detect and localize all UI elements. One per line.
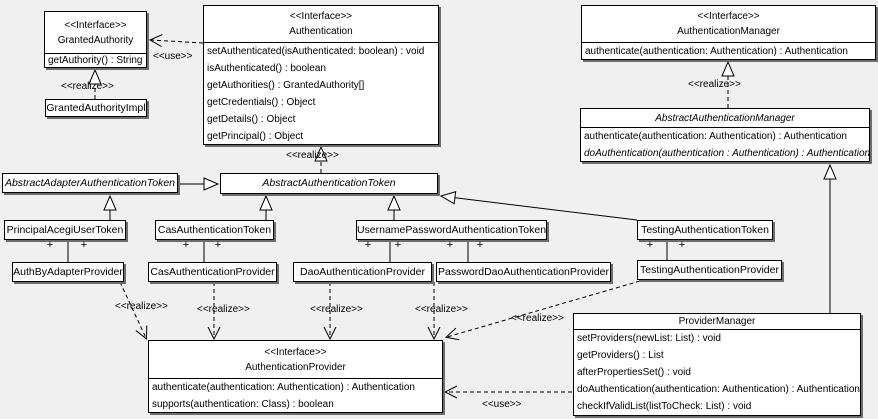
class-cas-authentication-provider[interactable]: CasAuthenticationProvider [148,262,277,282]
class-testing-authentication-token[interactable]: TestingAuthenticationToken [637,220,773,240]
use-label: <<use>> [482,399,522,410]
method-label: isAuthenticated() : boolean [207,63,326,74]
class-granted-authority[interactable]: <<Interface>> GrantedAuthority getAuthor… [44,11,147,68]
method-label: authenticate(authentication: Authenticat… [152,382,415,393]
class-authentication-provider[interactable]: <<Interface>> AuthenticationProvider aut… [148,340,443,413]
edge-realize-authbyadapterprovider[interactable] [119,281,146,338]
class-auth-by-adapter-provider[interactable]: AuthByAdapterProvider [12,262,124,282]
class-name: AbstractAdapterAuthenticationToken [4,176,176,189]
class-abstract-authentication-manager[interactable]: AbstractAuthenticationManager authentica… [580,108,870,162]
realize-label: <<realize>> [511,313,564,324]
class-name: AuthenticationManager [677,26,780,37]
class-name: CasAuthenticationToken [157,223,272,236]
class-password-dao-authentication-provider[interactable]: PasswordDaoAuthenticationProvider [436,262,611,282]
class-name: AuthenticationProvider [245,361,346,373]
class-cas-authentication-token[interactable]: CasAuthenticationToken [155,220,274,240]
method-label: setProviders(newList: List) : void [577,333,721,344]
class-authentication-manager[interactable]: <<Interface>> AuthenticationManager auth… [581,5,876,60]
method-label: authenticate(authentication: Authenticat… [584,131,847,142]
class-name: PrincipalAcegiUserToken [6,223,124,236]
class-name: PasswordDaoAuthenticationProvider [437,265,609,278]
realize-label: <<realize>> [197,304,250,315]
realize-label: <<realize>> [688,79,741,90]
method-label: setAuthenticated(isAuthenticated: boolea… [207,46,425,57]
edge-use-authentication-grantedauthority[interactable] [151,40,204,43]
assoc-end-plus: + [678,239,686,251]
stereotype-label: <<Interface>> [264,346,327,358]
method-label: checkIfValidList(listToCheck: List) : vo… [577,401,752,412]
class-name: AbstractAuthenticationManager [655,112,795,124]
method-label: doAuthentication(authentication: Authent… [577,384,860,395]
realize-label: <<realize>> [61,81,114,92]
method-label: getAuthority() : String [48,55,143,66]
realize-label: <<realize>> [286,150,339,161]
class-name: GrantedAuthority [57,34,134,46]
class-name: Authentication [289,26,353,37]
class-authentication[interactable]: <<Interface>> Authentication setAuthenti… [203,5,439,145]
method-label: getProviders() : List [577,350,664,361]
class-provider-manager[interactable]: ProviderManager setProviders(newList: Li… [573,313,861,416]
method-label: getDetails() : Object [207,114,296,125]
stereotype-label: <<Interface>> [289,11,353,22]
assoc-end-plus: + [364,239,372,251]
method-label: getPrincipal() : Object [207,131,304,142]
class-name: CasAuthenticationProvider [150,265,275,278]
class-name: UsernamePasswordAuthenticationToken [356,223,547,236]
class-username-password-authentication-token[interactable]: UsernamePasswordAuthenticationToken [356,220,547,240]
class-name: ProviderManager [678,316,756,327]
use-label: <<use>> [153,51,193,62]
class-principal-acegi-user-token[interactable]: PrincipalAcegiUserToken [4,220,126,240]
method-label: getCredentials() : Object [207,97,316,108]
method-label: authenticate(authentication: Authenticat… [585,46,848,57]
stereotype-label: <<Interface>> [697,11,760,22]
class-granted-authority-impl[interactable]: GrantedAuthorityImpl [45,99,147,117]
class-abstract-authentication-token[interactable]: AbstractAuthenticationToken [220,173,438,194]
assoc-end-plus: + [80,239,88,251]
assoc-end-plus: + [182,239,190,251]
class-testing-authentication-provider[interactable]: TestingAuthenticationProvider [637,260,782,280]
assoc-end-plus: + [646,239,654,251]
assoc-end-plus: + [394,239,402,251]
class-abstract-adapter-authentication-token[interactable]: AbstractAdapterAuthenticationToken [2,173,178,193]
method-label: getAuthorities() : GrantedAuthority[] [207,80,365,91]
class-name: TestingAuthenticationProvider [640,263,779,276]
class-dao-authentication-provider[interactable]: DaoAuthenticationProvider [293,262,432,282]
assoc-end-plus: + [46,239,54,251]
class-name: AbstractAuthenticationToken [262,177,396,189]
assoc-end-plus: + [214,239,222,251]
method-label: supports(authentication: Class) : boolea… [152,399,334,410]
realize-label: <<realize>> [115,301,168,312]
method-label: afterPropertiesSet() : void [577,367,691,378]
assoc-end-plus: + [476,239,484,251]
assoc-end-plus: + [446,239,454,251]
class-name: DaoAuthenticationProvider [300,265,425,278]
edge-generalization-testingauthenticationtoken[interactable] [441,196,638,221]
stereotype-label: <<Interface>> [64,19,127,31]
method-label: doAuthentication(authentication : Authen… [584,148,869,159]
edge-realize-testingauthenticationprovider[interactable] [447,280,641,337]
class-name: AuthByAdapterProvider [13,265,123,278]
realize-label: <<realize>> [310,304,363,315]
class-name: TestingAuthenticationToken [641,223,769,236]
realize-label: <<realize>> [415,304,468,315]
class-name: GrantedAuthorityImpl [46,101,146,114]
